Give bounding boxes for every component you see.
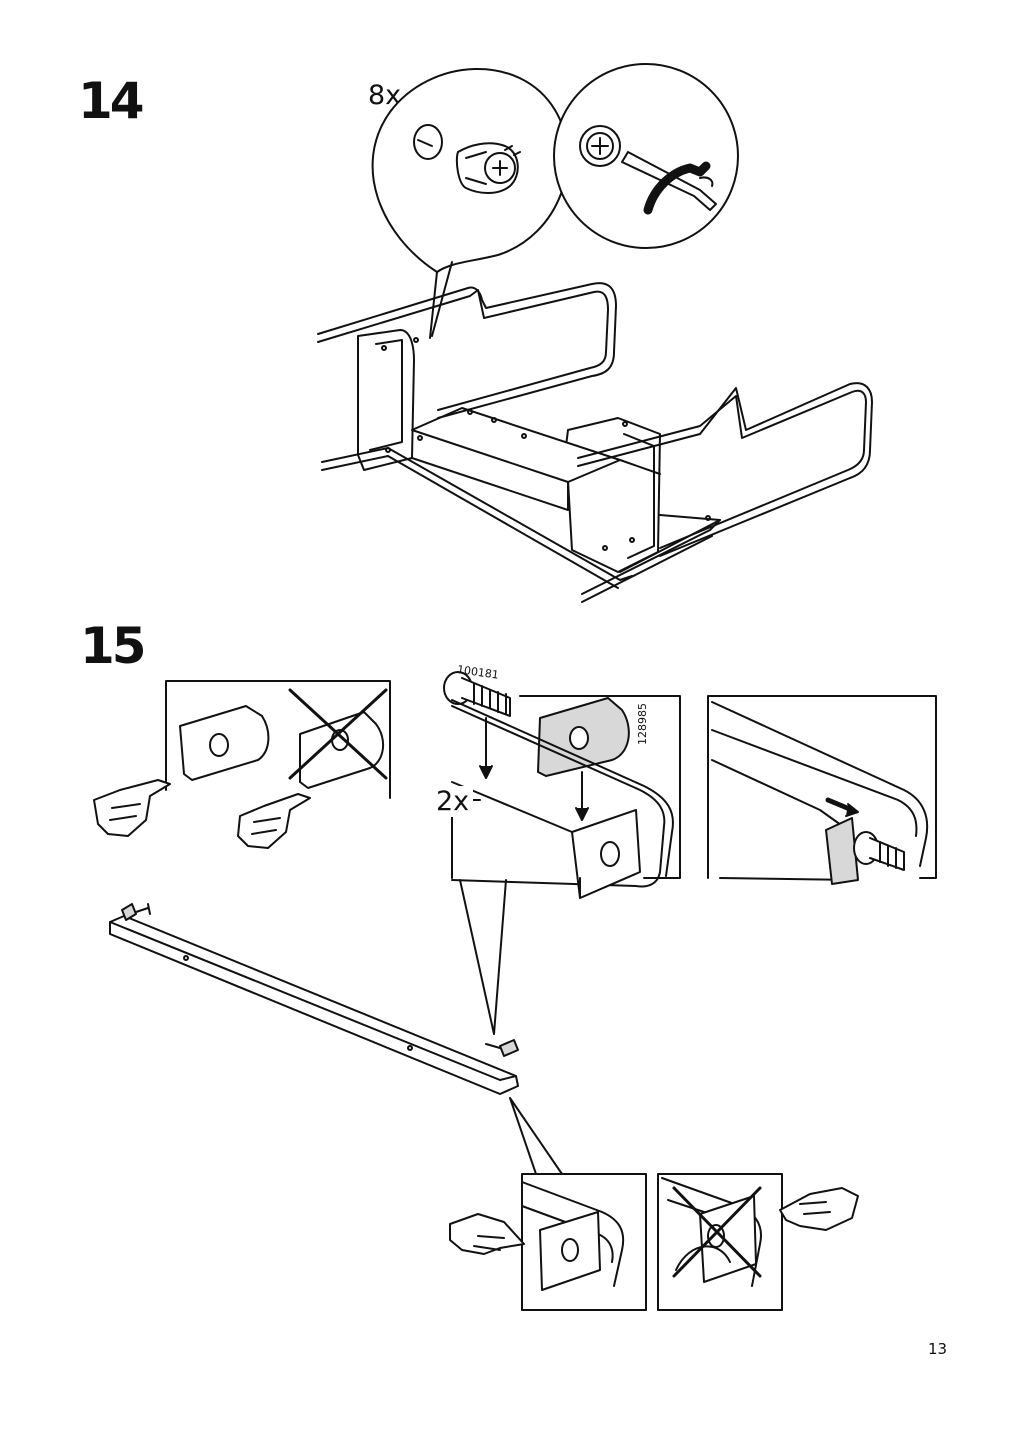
pointing-hand-icon [237, 793, 311, 849]
screwdriver-detail-circle [553, 63, 739, 249]
bolt-icon [853, 831, 905, 871]
long-rail-assembly [109, 879, 563, 1175]
inserted-plate-detail-frame [707, 695, 937, 885]
step-14-frame-assembly [317, 282, 873, 603]
pointing-hand-icon [779, 1187, 859, 1231]
cam-lock-icon [455, 142, 521, 194]
bracket-plate-icon [537, 697, 630, 777]
bolt-plate-detail-frame [443, 671, 681, 899]
step-15-quantity: 2x [432, 786, 474, 817]
cam-lock-detail-circle [371, 68, 569, 339]
plate-orientation-frame [165, 680, 391, 799]
step-15-number: 15 [80, 617, 147, 675]
correct-pointing-hand-icon [449, 1213, 525, 1255]
correct-orientation-frame [521, 1173, 647, 1311]
incorrect-orientation-frame [657, 1173, 783, 1311]
rotate-clockwise-arrow-icon [643, 161, 711, 215]
page-number: 13 [928, 1340, 948, 1358]
wrong-cross-icon [672, 1186, 762, 1278]
cam-lock-top-icon [579, 125, 621, 167]
wrong-cross-icon [288, 688, 388, 780]
bolt-icon [443, 671, 511, 717]
step-14-number: 14 [78, 72, 145, 130]
correct-pointing-hand-icon [93, 779, 171, 837]
plate-part-number: 128985 [636, 703, 649, 745]
